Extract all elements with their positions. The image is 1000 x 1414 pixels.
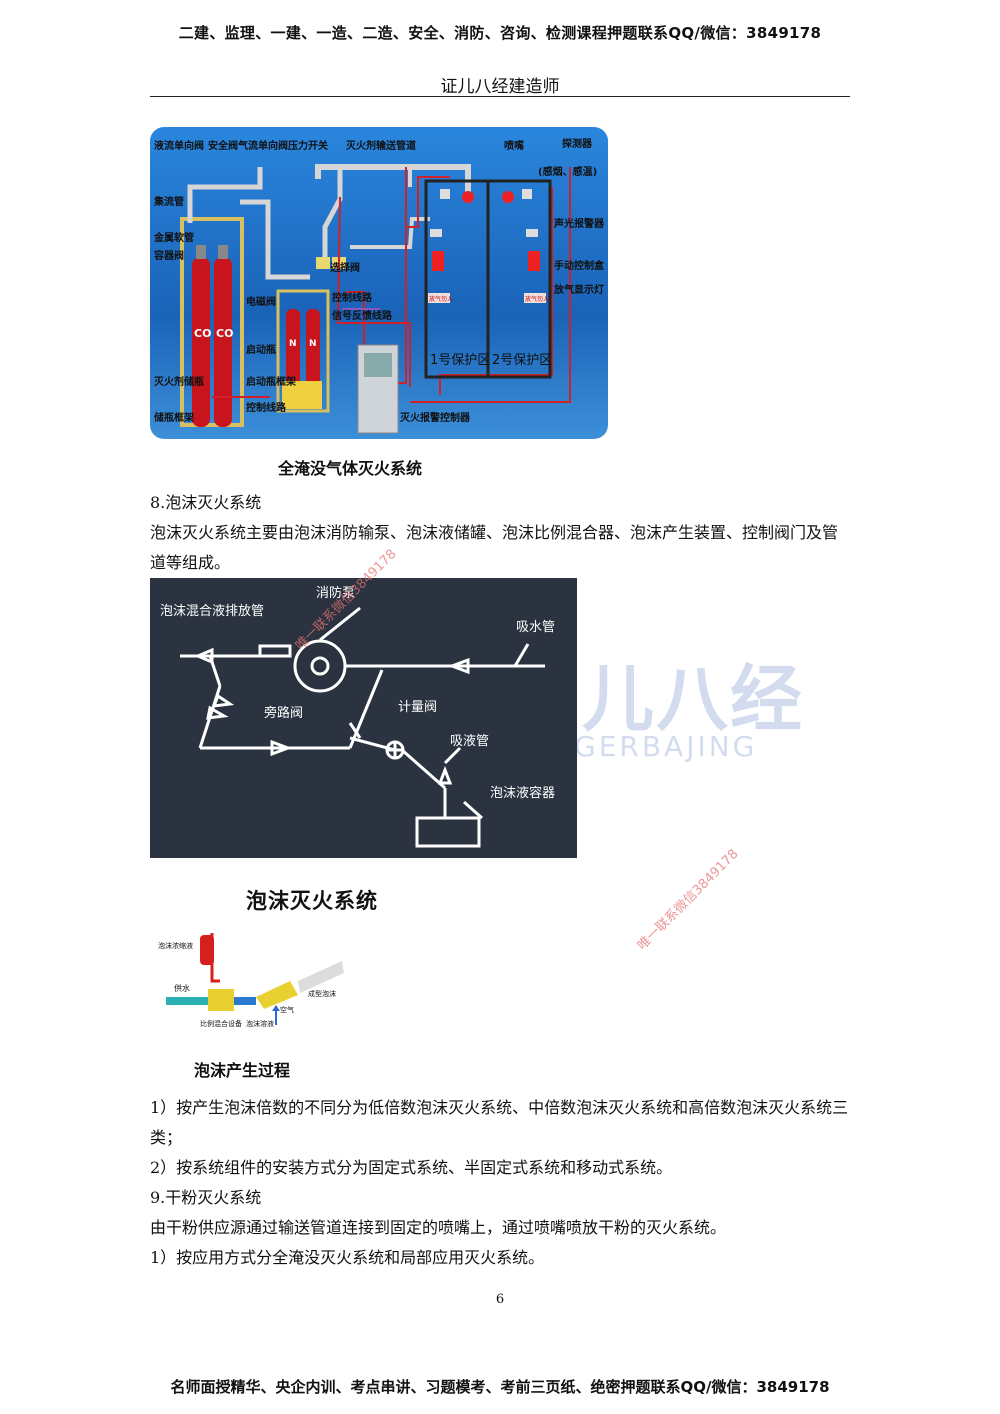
label-control-line-2: 控制线路: [246, 403, 286, 414]
header-promo: 二建、监理、一建、一造、二造、安全、消防、咨询、检测课程押题联系QQ/微信：38…: [178, 24, 822, 42]
label-suction-pipe: 吸水管: [516, 620, 556, 635]
label-metal-hose: 金属软管: [154, 233, 194, 244]
label-zone-2: 2号保护区: [492, 353, 553, 368]
label-storage-rack: 储瓶框架: [154, 413, 194, 424]
label-n-1: N: [289, 339, 297, 349]
label-tag-1: 放气勿入: [429, 296, 454, 303]
label-tag-2: 放气勿入: [525, 296, 550, 303]
gas-suppression-diagram: 液流单向阀 安全阀 气流单向阀 压力开关 灭火剂输送管道 喷嘴 探测器 (感烟、…: [150, 127, 608, 439]
label-manual-box: 手动控制盒: [554, 261, 604, 272]
label-control-line: 控制线路: [332, 293, 372, 304]
figure3-caption: 泡沫产生过程: [194, 1061, 291, 1080]
foam-system-schematic: 泡沫混合液排放管 消防泵 吸水管 旁路阀 计量阀 吸液管 泡沫液容器: [150, 578, 577, 858]
label-liquid-suction-pipe: 吸液管: [450, 734, 490, 749]
section9-paragraph: 由干粉供应源通过输送管道连接到固定的喷嘴上，通过喷嘴喷放干粉的灭火系统。: [150, 1218, 727, 1237]
watermark-logo-en: GERBAJING: [574, 730, 758, 763]
label-proportioner: 比例混合设备: [200, 1020, 242, 1028]
label-formed-foam: 成型泡沫: [308, 990, 336, 998]
header-divider: [150, 96, 850, 97]
label-concentrate-tank: 泡沫浓缩液: [158, 942, 193, 950]
label-metering-valve: 计量阀: [398, 700, 438, 715]
section8-paragraph: 泡沫灭火系统主要由泡沫消防输泵、泡沫液储罐、泡沫比例混合器、泡沫产生装置、控制阀…: [150, 523, 839, 572]
label-agent-pipe: 灭火剂输送管道: [346, 141, 416, 152]
header-brand: 证儿八经建造师: [440, 77, 560, 97]
label-check-valve: 液流单向阀: [154, 141, 204, 152]
label-gas-check-valve: 气流单向阀: [238, 141, 288, 152]
label-n-2: N: [309, 339, 317, 349]
label-co-1: CO: [194, 327, 212, 340]
section9-title: 9.干粉灭火系统: [150, 1188, 262, 1207]
label-controller: 灭火报警控制器: [400, 413, 470, 424]
label-selector-valve: 选择阀: [330, 263, 360, 274]
label-discharge-light: 放气显示灯: [554, 285, 604, 296]
label-fire-pump: 消防泵: [316, 586, 356, 601]
foam-classification-item-1: 1）按产生泡沫倍数的不同分为低倍数泡沫灭火系统、中倍数泡沫灭火系统和高倍数泡沫灭…: [150, 1098, 849, 1147]
label-zone-1: 1号保护区: [430, 353, 491, 368]
figure1-caption: 全淹没气体灭火系统: [278, 459, 423, 478]
label-solenoid-valve: 电磁阀: [246, 297, 276, 308]
figure3-title: 泡沫灭火系统: [246, 889, 378, 913]
footer-promo: 名师面授精华、央企内训、考点串讲、习题模考、考前三页纸、绝密押题联系QQ/微信：…: [170, 1378, 830, 1396]
label-pressure-switch: 压力开关: [288, 141, 328, 152]
label-co-2: CO: [216, 327, 234, 340]
label-foam-container: 泡沫液容器: [490, 786, 556, 801]
page-number: 6: [495, 1292, 505, 1307]
label-safety-valve: 安全阀: [208, 141, 238, 152]
foam-process-diagram: 泡沫浓缩液 供水 空气 成型泡沫 比例混合设备 泡沫溶液: [152, 925, 352, 1035]
label-start-bottle: 启动瓶: [246, 345, 276, 356]
section9-item-1: 1）按应用方式分全淹没灭火系统和局部应用灭火系统。: [150, 1248, 545, 1267]
label-alarm: 声光报警器: [554, 219, 604, 230]
label-foam-solution: 泡沫溶液: [246, 1020, 274, 1028]
label-water-supply: 供水: [174, 984, 190, 993]
watermark-logo: 儿八经: [582, 657, 805, 741]
watermark-text-2: 唯一联系微信3849178: [634, 846, 742, 954]
label-air: 空气: [280, 1006, 294, 1014]
section8-title: 8.泡沫灭火系统: [150, 493, 262, 512]
label-discharge-pipe: 泡沫混合液排放管: [160, 604, 265, 619]
label-nozzle: 喷嘴: [504, 141, 524, 152]
label-container-valve: 容器阀: [154, 251, 184, 262]
label-detector-type: (感烟、感温): [538, 167, 598, 178]
foam-classification-item-2: 2）按系统组件的安装方式分为固定式系统、半固定式系统和移动式系统。: [150, 1158, 673, 1177]
label-agent-bottle: 灭火剂储瓶: [154, 377, 204, 388]
label-feedback-line: 信号反馈线路: [332, 311, 392, 322]
label-manifold: 集流管: [154, 197, 184, 208]
label-detector: 探测器: [562, 139, 592, 150]
label-start-rack: 启动瓶框架: [246, 377, 296, 388]
label-bypass-valve: 旁路阀: [264, 706, 304, 721]
